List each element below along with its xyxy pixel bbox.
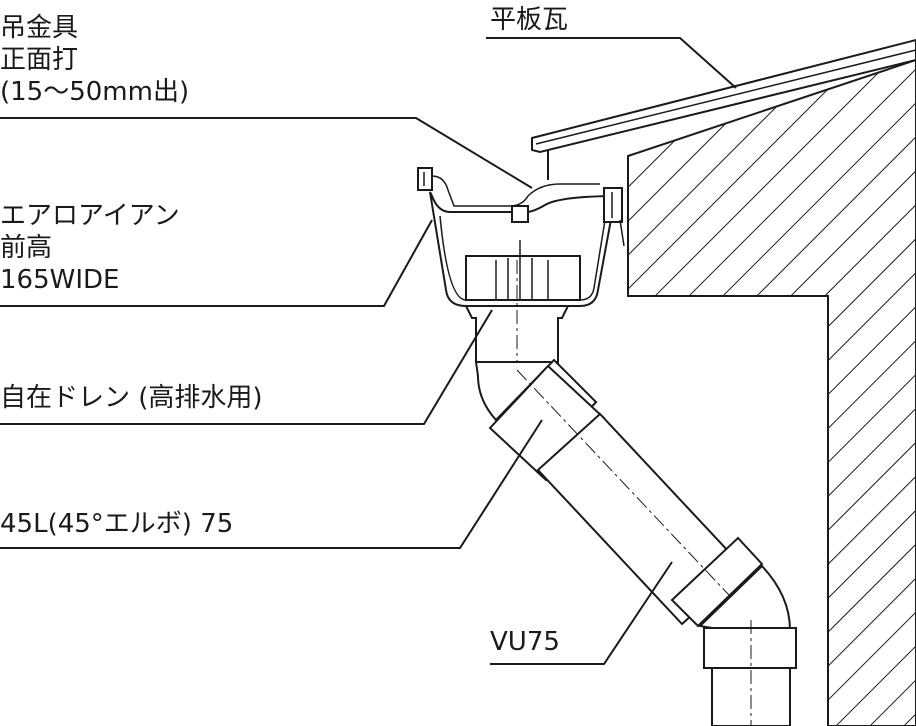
leader-gutter [0,219,433,307]
gutter-body [417,167,625,307]
label-hanger-line1: 吊金具 [0,13,78,43]
leader-pipe [490,561,673,665]
label-roof-tile: 平板瓦 [490,5,568,35]
label-gutter-line2: 前高 [0,233,52,263]
label-elbow: 45L(45°エルボ) 75 [0,509,233,539]
elbow-45 [474,358,606,482]
pipe-diagonal [516,369,764,629]
leader-roof-tile [486,37,737,89]
label-pipe: VU75 [490,627,560,657]
leader-elbow [0,419,543,549]
elbow-lower [697,564,797,726]
roof-tile [531,38,916,180]
wall-hatched-section [627,58,916,726]
label-gutter-line1: エアロアイアン [0,201,180,231]
label-hanger-line3: (15〜50mm出) [0,77,189,107]
label-gutter-line3: 165WIDE [0,265,119,295]
leader-hanger [0,117,533,189]
label-hanger-line2: 正面打 [0,45,78,75]
label-drain: 自在ドレン (高排水用) [0,383,263,413]
leader-drain [0,309,493,425]
